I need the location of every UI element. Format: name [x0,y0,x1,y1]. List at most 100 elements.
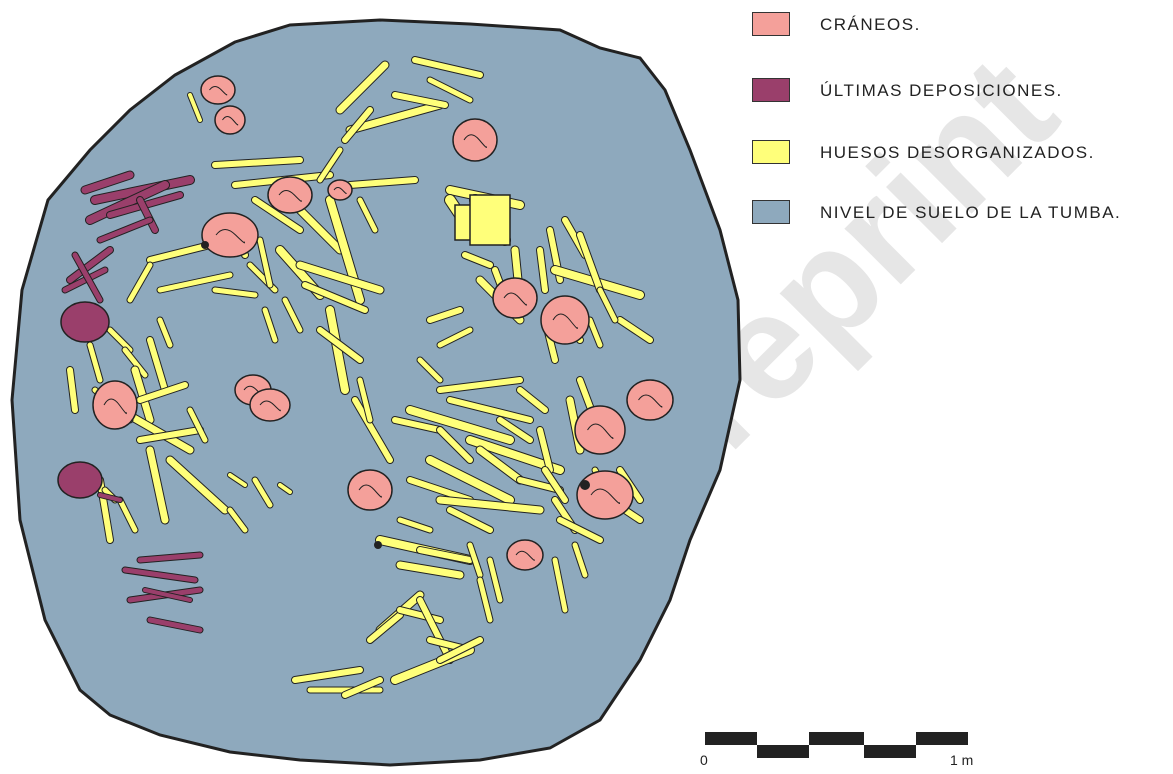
bone [497,417,533,443]
skull [626,379,674,421]
bone [357,377,373,423]
bone [396,561,464,579]
bone [577,232,603,293]
deposition-bone [86,181,169,224]
deposition-bone [98,493,122,502]
bone [296,206,344,254]
bone [467,542,483,578]
bone [476,446,524,484]
bone [447,397,533,423]
bone [122,347,148,378]
bone [342,677,383,698]
bone [326,306,349,394]
legend-label-craneos: CRÁNEOS. [820,15,921,34]
skull [452,118,498,162]
skull-suture [463,134,487,148]
bone [437,377,523,393]
deposition-skull [60,301,110,343]
bone [537,247,548,293]
skull [201,212,259,258]
skull [574,405,626,455]
bone [407,477,473,503]
bone [406,406,514,444]
bone [392,92,448,108]
bone [262,307,278,343]
bone [352,397,393,463]
legend-swatch-nivel-de-suelo [752,200,790,224]
bone [157,317,173,348]
bone [252,477,273,508]
bone [107,327,133,353]
bone [147,337,168,393]
bone [462,252,493,268]
scale-bar [705,732,968,758]
bone [67,367,78,413]
bone [367,612,403,643]
last-depositions-layer [57,170,204,634]
marker-dot [374,541,382,549]
bone [417,597,453,663]
skull-suture [515,550,535,561]
bone [317,147,343,183]
bone [417,357,443,383]
skull [249,388,291,422]
deposition-bone [137,197,158,233]
bone [282,297,303,333]
skull-suture [209,86,228,96]
skull-suture [333,187,347,195]
bone [137,382,188,403]
bone [252,197,303,233]
bone [542,467,568,503]
skull [576,470,634,520]
bone [426,456,514,504]
deposition-bone [81,171,134,194]
bone [447,507,493,533]
marker-dot [580,480,590,490]
bone [278,483,292,494]
deposition-bone [122,567,198,583]
bone [317,327,363,363]
scale-start-label: 0 [700,752,708,768]
skull-suture [503,292,527,306]
deposition-bone [67,247,113,283]
bone [597,287,618,323]
bone [477,577,493,623]
skull-suture [587,423,614,440]
bone [427,307,463,323]
skull [214,105,246,135]
legend-swatch-craneos [752,12,790,36]
deposition-bone [137,552,203,563]
bone [146,446,169,524]
bone [336,61,389,114]
bone [427,77,473,103]
legend-swatch-ultimas-deposiciones [752,78,790,102]
skull-suture [103,398,127,415]
bone [187,407,208,443]
bone [137,427,203,443]
bone [557,517,603,543]
skull-suture [358,484,382,498]
skull-suture [215,229,246,244]
bone [127,262,153,303]
skull [506,539,544,571]
skull-suture [552,313,578,330]
bone [392,417,443,433]
skull [347,469,393,511]
skull-suture [278,190,302,202]
bone [437,327,473,348]
skull [200,75,236,105]
bone [342,107,373,143]
bone [157,272,233,293]
bone [302,282,368,313]
deposition-bone [143,588,192,602]
bone [188,93,202,122]
scale-end-label: 1 m [950,752,974,768]
bone [212,157,303,168]
bone [436,496,544,514]
bone [469,194,511,246]
bone [517,387,548,413]
skull-suture [590,488,621,505]
skulls-layer [92,75,674,571]
skull-suture [222,116,239,126]
